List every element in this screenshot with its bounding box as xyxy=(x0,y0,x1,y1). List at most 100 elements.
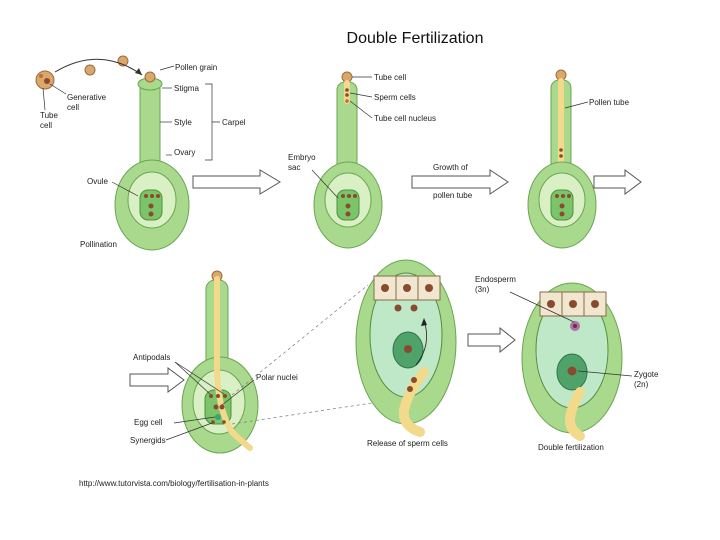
egg-dot xyxy=(559,211,565,217)
tube-cell-nucleus-dot xyxy=(39,74,43,78)
endosperm-nucleus-core xyxy=(573,324,577,328)
zoom-line-bottom xyxy=(231,399,393,425)
generative-cell xyxy=(44,78,50,84)
stage-pollen-tube: Pollen tube xyxy=(527,69,630,249)
label-zygote-1: Zygote xyxy=(634,370,659,379)
pollen-travel-arrowhead xyxy=(135,68,142,75)
polar-nucleus-dot xyxy=(219,404,225,410)
sperm-dot xyxy=(559,148,563,152)
antipodal-dot xyxy=(144,194,148,198)
antipodal-dot xyxy=(223,394,227,398)
arrow-stage-3-to-4 xyxy=(593,169,642,195)
pollen-tube-short xyxy=(344,80,350,104)
polar-nucleus-dot xyxy=(559,203,565,209)
label-pollen-grain: Pollen grain xyxy=(175,63,217,72)
label-zygote-2: (2n) xyxy=(634,380,649,389)
label-endosperm-1: Endosperm xyxy=(475,275,516,284)
leader xyxy=(221,379,255,406)
page-title: Double Fertilization xyxy=(346,30,484,47)
arrow-stage-5-to-6 xyxy=(467,326,516,354)
label-release-of-sperm-cells: Release of sperm cells xyxy=(367,439,448,448)
leader xyxy=(174,361,225,395)
sperm-cell xyxy=(407,386,413,392)
label-tube-cell-nucleus: Tube cell nucleus xyxy=(374,114,436,123)
polar-nucleus-dot xyxy=(345,203,351,209)
label-growth-of: Growth of xyxy=(433,163,468,172)
pollen-tube-zoom-1 xyxy=(398,367,429,437)
antipodal-dot xyxy=(555,194,559,198)
stage-double-fertilization: Endosperm (3n) Zygote (2n) Double fertil… xyxy=(475,275,659,452)
stage-tube-reaches-ovule: Antipodals Polar nuclei Egg cell Synergi… xyxy=(130,270,298,454)
pollen-tube-zoom-2 xyxy=(564,387,585,441)
egg-nucleus xyxy=(404,345,412,353)
pollen-travel-arrow xyxy=(54,58,143,76)
leader xyxy=(577,370,633,377)
label-ovary: Ovary xyxy=(174,148,195,157)
tube-nucleus-dot xyxy=(345,99,349,103)
label-tube-cell-1: Tube xyxy=(40,111,58,120)
label-ovule: Ovule xyxy=(87,177,108,186)
leader xyxy=(349,92,373,98)
antipodal-nucleus xyxy=(403,284,411,292)
label-endosperm-2: (3n) xyxy=(475,285,490,294)
antipodal-dot xyxy=(156,194,160,198)
pollen-tube-long xyxy=(558,78,564,188)
stage-release-sperm: Release of sperm cells xyxy=(355,259,457,448)
leader xyxy=(165,422,213,441)
label-generative-cell-2: cell xyxy=(67,103,79,112)
label-tube-cell: Tube cell xyxy=(374,73,406,82)
leader xyxy=(564,101,589,109)
arrow-stage-2-to-3 xyxy=(411,169,509,195)
label-pollen-tube: Pollen tube xyxy=(589,98,630,107)
label-antipodals: Antipodals xyxy=(133,353,170,362)
synergid-dot xyxy=(222,420,226,424)
antipodal-nucleus xyxy=(381,284,389,292)
egg-dot xyxy=(345,211,351,217)
label-carpel: Carpel xyxy=(222,118,246,127)
antipodal-dot xyxy=(209,394,213,398)
antipodal-nucleus xyxy=(569,300,577,308)
polar-nucleus-dot xyxy=(148,203,154,209)
pollen-grain-small-1 xyxy=(84,64,96,76)
arrow-into-stage-4 xyxy=(129,367,185,393)
sperm-path-arrowhead xyxy=(421,318,427,326)
polar-nucleus xyxy=(410,304,418,312)
label-stigma: Stigma xyxy=(174,84,199,93)
label-pollination: Pollination xyxy=(80,240,117,249)
antipodal-dot xyxy=(567,194,571,198)
leader xyxy=(111,181,139,197)
leader xyxy=(159,65,175,71)
antipodal-nucleus xyxy=(547,300,555,308)
leader xyxy=(49,83,67,95)
source-url: http://www.tutorvista.com/biology/fertil… xyxy=(79,479,269,488)
antipodal-dot xyxy=(353,194,357,198)
sperm-cell xyxy=(411,377,417,383)
label-embryo-sac-1: Embryo xyxy=(288,153,316,162)
label-polar-nuclei: Polar nuclei xyxy=(256,373,298,382)
antipodal-dot xyxy=(341,194,345,198)
label-egg-cell: Egg cell xyxy=(134,418,163,427)
antipodal-nucleus xyxy=(425,284,433,292)
sperm-dot xyxy=(559,154,563,158)
leader xyxy=(311,169,339,199)
stage-sperm-cells: Tube cell Sperm cells Tube cell nucleus … xyxy=(288,71,436,249)
polar-nucleus-dot xyxy=(213,404,219,410)
leader xyxy=(42,87,46,111)
arrow-stage-1-to-2 xyxy=(192,169,281,195)
polar-nucleus xyxy=(394,304,402,312)
pollen-on-stigma xyxy=(144,71,156,83)
sperm-dot xyxy=(345,88,349,92)
leader xyxy=(509,291,575,323)
label-synergids: Synergids xyxy=(130,436,166,445)
leader xyxy=(173,416,216,424)
carpel-bracket xyxy=(205,83,220,161)
label-generative-cell-1: Generative xyxy=(67,93,107,102)
antipodal-dot xyxy=(561,194,565,198)
leader xyxy=(174,361,211,395)
label-sperm-cells: Sperm cells xyxy=(374,93,416,102)
label-tube-cell-2: cell xyxy=(40,121,52,130)
sperm-dot xyxy=(345,93,349,97)
antipodal-dot xyxy=(216,394,220,398)
pollen-tube-full xyxy=(214,276,253,451)
